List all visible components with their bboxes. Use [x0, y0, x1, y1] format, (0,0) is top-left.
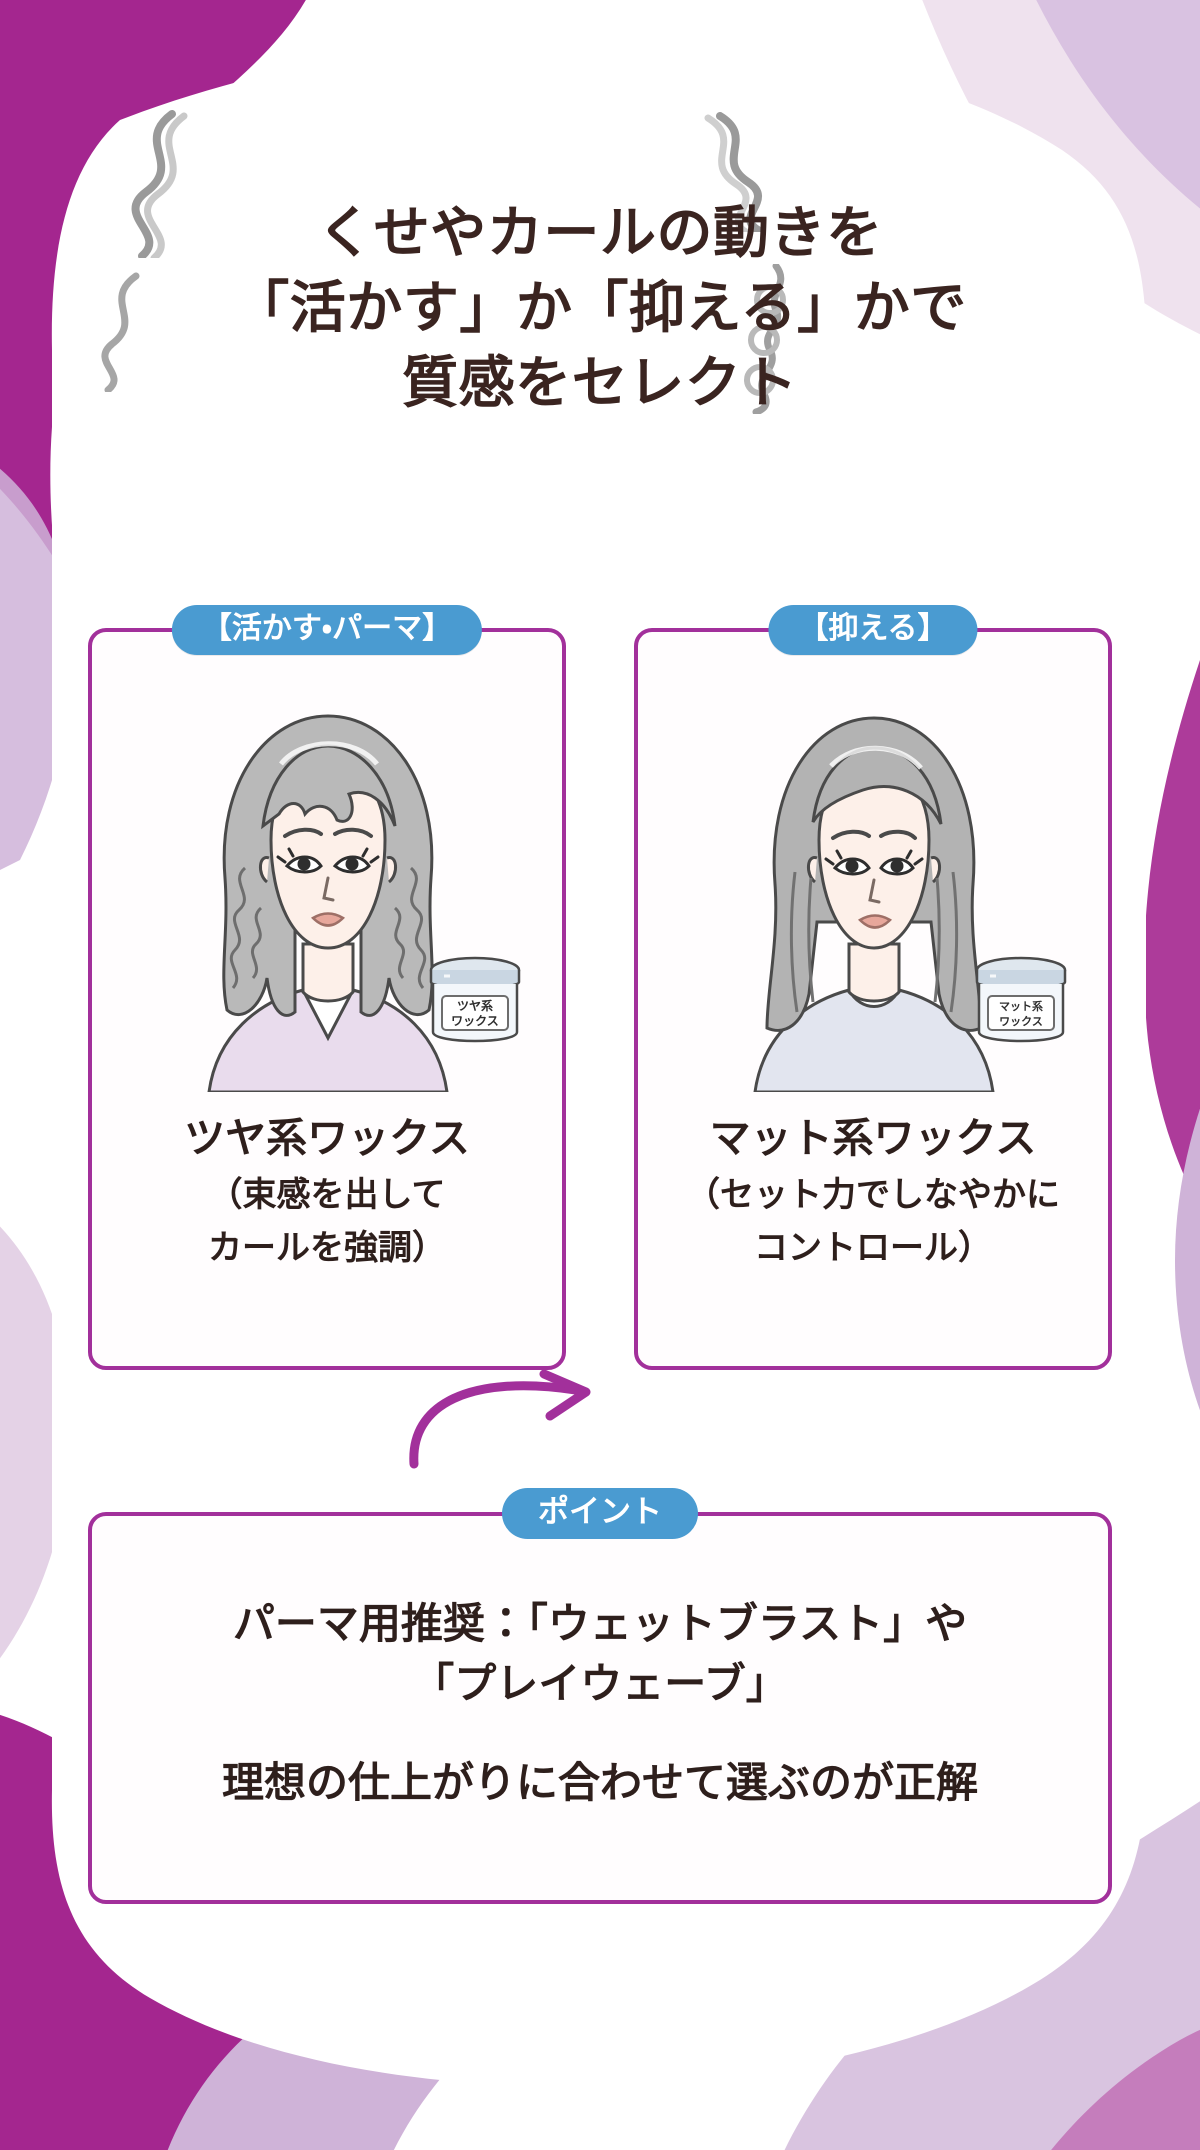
comparison-cards: 【活かす・パーマ】	[88, 605, 1112, 1370]
card-caption-enhance: ツヤ系ワックス （束感を出して カールを強調）	[92, 1112, 562, 1271]
caption-sub1-suppress: （セット力でしなやかに	[686, 1175, 1060, 1216]
title-line-3: 質感をセレクト	[402, 351, 798, 417]
caption-main-suppress: マット系ワックス	[709, 1114, 1037, 1162]
card-enhance-perm[interactable]: 【活かす・パーマ】	[88, 605, 566, 1370]
card-badge-suppress: 【抑える】	[768, 605, 978, 655]
jar-label-line1: マット系	[999, 999, 1043, 1013]
page-title: くせやカールの動きを 「活かす」か「抑える」かで 質感をセレクト	[0, 196, 1200, 421]
title-line-2: 「活かす」か「抑える」かで	[233, 276, 967, 342]
card-badge-enhance: 【活かす・パーマ】	[171, 605, 483, 655]
point-badge: ポイント	[502, 1488, 698, 1539]
blob-right-mid-lilac	[1175, 1108, 1200, 1411]
caption-main-enhance: ツヤ系ワックス	[184, 1114, 470, 1162]
caption-sub1-enhance: （束感を出して	[208, 1175, 446, 1216]
matte-wax-jar: マット系 ワックス	[975, 956, 1067, 1043]
hair-squiggle-left-2	[101, 272, 140, 392]
jar-label-line1: ツヤ系	[457, 998, 493, 1013]
card-suppress[interactable]: 【抑える】	[634, 605, 1112, 1370]
point-body: パーマ用推奨：「ウェットブラスト」や 「プレイウェーブ」 理想の仕上がりに合わせ…	[92, 1594, 1108, 1813]
point-line-3: 理想の仕上がりに合わせて選ぶのが正解	[221, 1758, 978, 1808]
jar-label-line2: ワックス	[451, 1014, 499, 1028]
point-box[interactable]: ポイント パーマ用推奨：「ウェットブラスト」や 「プレイウェーブ」 理想の仕上が…	[88, 1488, 1112, 1904]
point-line-1: パーマ用推奨：「ウェットブラスト」や	[232, 1599, 968, 1648]
gloss-wax-jar: ツヤ系 ワックス	[429, 956, 521, 1043]
blob-bottom-right-magenta	[1051, 2029, 1200, 2150]
caption-sub2-suppress: コントロール）	[754, 1228, 992, 1269]
straight-smooth-hair-woman-illustration	[753, 716, 995, 1092]
hair-squiggle-right-1	[704, 112, 762, 232]
curved-arrow-to-point	[409, 1369, 591, 1469]
title-line-1: くせやカールの動きを	[317, 201, 883, 266]
point-line-2: 「プレイウェーブ」	[412, 1658, 788, 1708]
hair-squiggle-left-1	[131, 110, 188, 258]
hair-squiggle-right-2	[744, 264, 786, 414]
blob-top-right-lilac	[1036, 0, 1200, 209]
curly-wavy-hair-woman-illustration	[207, 714, 449, 1092]
jar-label-line2: ワックス	[999, 1015, 1043, 1028]
blob-top-left	[0, 0, 306, 560]
blob-right-mid	[1144, 660, 1200, 1209]
caption-sub2-enhance: カールを強調）	[208, 1228, 446, 1269]
point-spacer	[92, 1713, 1108, 1753]
card-caption-suppress: マット系ワックス （セット力でしなやかに コントロール）	[638, 1112, 1108, 1271]
